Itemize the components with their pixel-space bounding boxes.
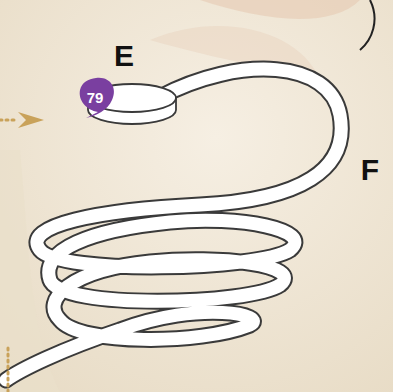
marker-icon [80,78,114,118]
callout-number: 79 [87,90,104,105]
entry-arrow [18,112,44,128]
spiral-ramp [6,69,341,380]
dotted-path [0,119,14,122]
area-letter: F [361,155,379,185]
dotted-path [7,348,10,392]
background-shape [200,0,360,19]
area-letter: E [114,41,134,71]
edge-stroke [360,0,375,50]
